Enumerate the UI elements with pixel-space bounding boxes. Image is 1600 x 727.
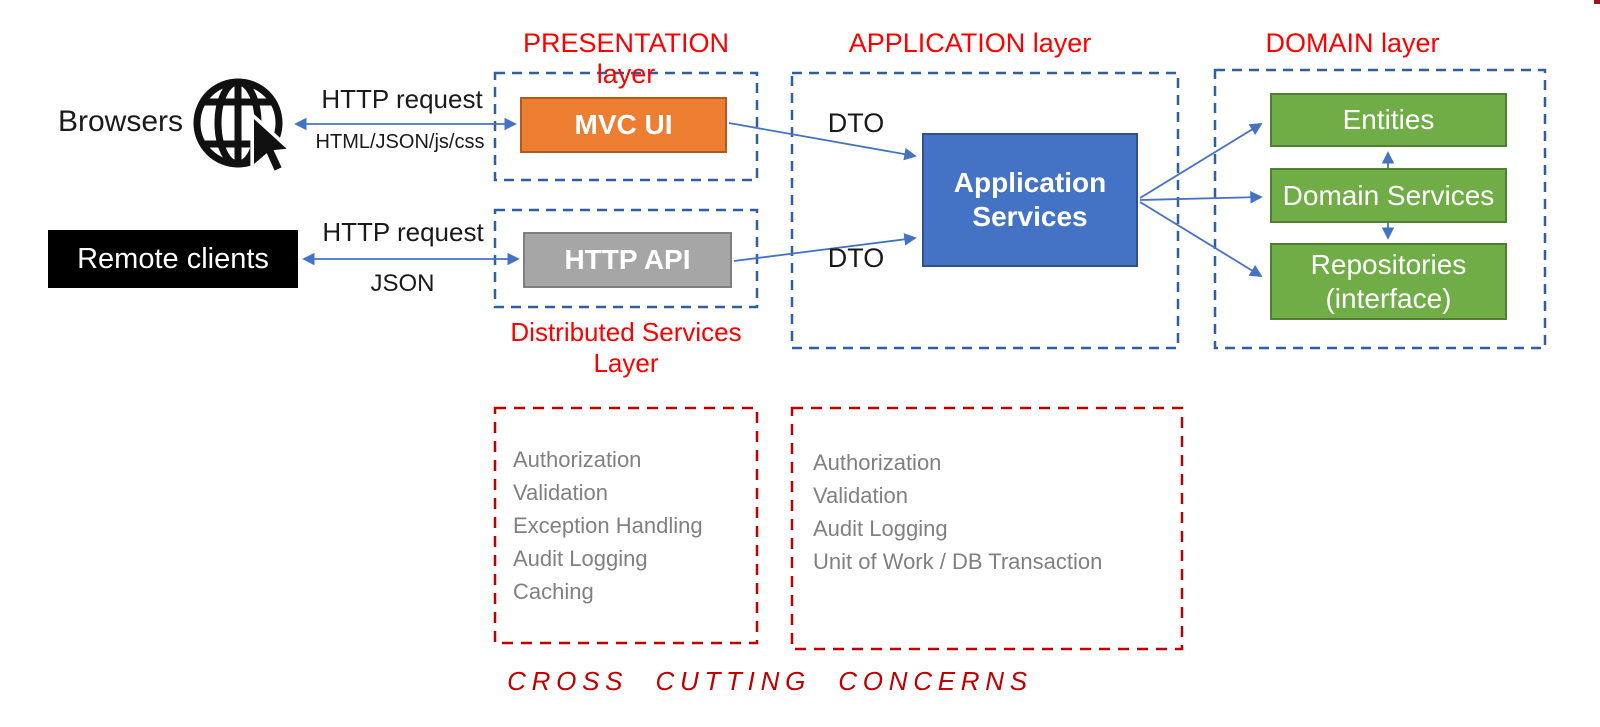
application-layer-dashed-frame xyxy=(790,71,1180,350)
distributed-services-layer-label: Distributed Services Layer xyxy=(510,317,742,378)
remote-clients-box: Remote clients xyxy=(48,230,298,288)
browser-response-label: HTML/JSON/js/css xyxy=(315,131,485,153)
presentation-layer-label: PRESENTATION layer xyxy=(522,28,730,89)
concern-item: Caching xyxy=(513,579,594,604)
concern-item: Audit Logging xyxy=(513,546,648,571)
concern-item: Authorization xyxy=(813,450,942,475)
domain-services-box: Domain Services xyxy=(1270,168,1507,223)
domain-layer-dashed-frame xyxy=(1213,68,1547,350)
mvcui-appservices-arrow xyxy=(728,122,917,161)
cross-cutting-concerns-label: CROSS CUTTING CONCERNS xyxy=(507,666,1033,696)
concern-item: Validation xyxy=(813,483,908,508)
remote-response-label: JSON xyxy=(370,270,435,297)
dto-bottom-label: DTO xyxy=(827,243,885,273)
application-layer-label: APPLICATION layer xyxy=(848,28,1092,58)
distributed-concerns-dashed-frame xyxy=(493,406,759,645)
appservices-domainservices-arrow xyxy=(1139,190,1263,204)
concern-item: Authorization xyxy=(513,447,642,472)
crop-artifact xyxy=(1594,0,1600,4)
remote-request-label: HTTP request xyxy=(322,217,484,247)
application-concerns-dashed-frame xyxy=(790,406,1184,651)
appservices-entities-arrow xyxy=(1139,123,1263,199)
concern-item: Audit Logging xyxy=(813,516,948,541)
application-services-box: Application Services xyxy=(922,133,1138,267)
entities-box: Entities xyxy=(1270,93,1507,147)
mvc-ui-box: MVC UI xyxy=(520,97,727,153)
domain-layer-label: DOMAIN layer xyxy=(1265,28,1440,58)
concern-item: Validation xyxy=(513,480,608,505)
globe-cursor-icon xyxy=(190,72,295,180)
repositories-box: Repositories (interface) xyxy=(1270,243,1507,320)
dto-top-label: DTO xyxy=(827,108,885,138)
concern-item: Exception Handling xyxy=(513,513,703,538)
http-api-box: HTTP API xyxy=(523,232,732,288)
browsers-label: Browsers xyxy=(58,105,184,138)
httpapi-appservices-arrow xyxy=(733,233,917,262)
concern-item: Unit of Work / DB Transaction xyxy=(813,549,1103,574)
browser-request-label: HTTP request xyxy=(321,84,483,114)
appservices-repositories-arrow xyxy=(1139,201,1263,277)
